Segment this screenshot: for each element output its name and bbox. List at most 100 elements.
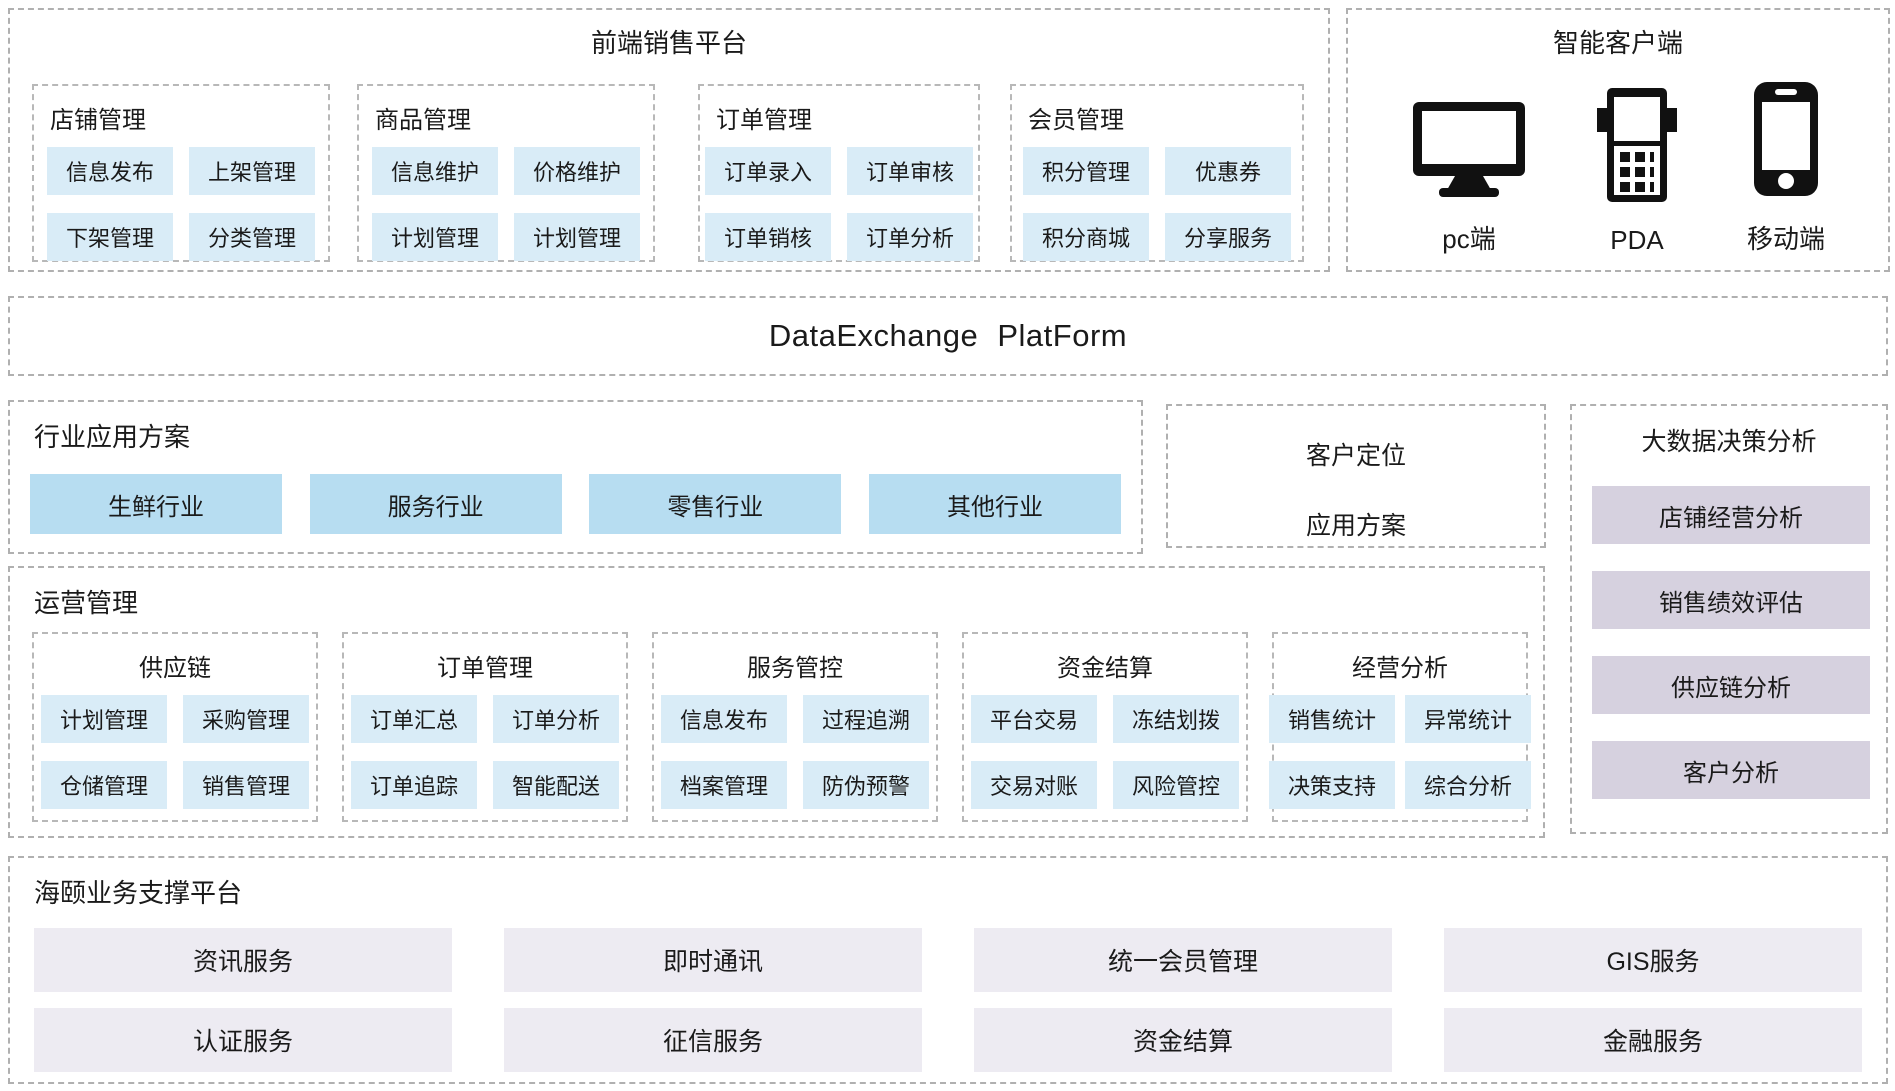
module-chip: 订单录入 [705,147,831,195]
group-supply-chain: 供应链 计划管理 采购管理 仓储管理 销售管理 [32,632,318,822]
bigdata-item: 销售绩效评估 [1592,571,1870,629]
front-platform-title: 前端销售平台 [590,28,747,58]
module-chip: 信息维护 [372,147,498,195]
device-pc: pc端 [1411,100,1527,256]
industry-item: 零售行业 [589,474,842,534]
group-goods-management: 商品管理 信息维护 价格维护 计划管理 计划管理 [357,84,655,262]
chip-grid: 订单汇总 订单分析 订单追踪 智能配送 [344,693,626,811]
industry-item: 服务行业 [309,474,562,534]
smart-client-section: 智能客户端 pc端 [1346,8,1890,272]
module-chip: 订单追踪 [351,761,477,809]
support-service: 即时通讯 [504,928,922,992]
module-chip: 分类管理 [189,213,315,261]
group-fund-settlement: 资金结算 平台交易 冻结划拨 交易对账 风险管控 [962,632,1248,822]
bigdata-title: 大数据决策分析 [1641,428,1817,456]
chip-grid: 信息维护 价格维护 计划管理 计划管理 [359,145,653,263]
group-order-management-ops: 订单管理 订单汇总 订单分析 订单追踪 智能配送 [342,632,628,822]
industry-item: 生鲜行业 [30,474,282,534]
bigdata-item: 客户分析 [1592,741,1870,799]
group-title: 店铺管理 [50,107,146,134]
customer-positioning-line1: 客户定位 [1305,442,1406,470]
module-chip: 采购管理 [183,695,309,743]
module-chip: 订单审核 [847,147,973,195]
group-business-analysis: 经营分析 销售统计 异常统计 决策支持 综合分析 [1269,632,1531,822]
device-label: PDA [1610,225,1664,255]
group-title: 订单管理 [437,655,533,682]
module-chip: 交易对账 [971,761,1097,809]
operations-management-section: 运营管理 供应链 计划管理 采购管理 仓储管理 销售管理 订单管理 订单汇总 订… [8,566,1545,838]
module-chip: 计划管理 [514,213,640,261]
support-service: GIS服务 [1444,928,1862,992]
smartphone-icon [1752,80,1820,203]
chip-grid: 销售统计 异常统计 决策支持 综合分析 [1269,693,1531,811]
group-store-management: 店铺管理 信息发布 上架管理 下架管理 分类管理 [32,84,330,262]
device-pda: PDA [1593,86,1681,256]
front-sales-platform-section: 前端销售平台 店铺管理 信息发布 上架管理 下架管理 分类管理 商品管理 信息维… [8,8,1330,272]
support-service: 资讯服务 [34,928,452,992]
bigdata-item: 店铺经营分析 [1592,486,1870,544]
module-chip: 防伪预警 [803,761,929,809]
group-title: 商品管理 [375,107,471,134]
module-chip: 信息发布 [47,147,173,195]
module-chip: 风险管控 [1113,761,1239,809]
device-mobile: 移动端 [1747,80,1825,256]
module-chip: 计划管理 [41,695,167,743]
module-chip: 上架管理 [189,147,315,195]
industry-item: 其他行业 [868,474,1121,534]
module-chip: 过程追溯 [803,695,929,743]
module-chip: 订单分析 [493,695,619,743]
module-chip: 异常统计 [1405,695,1531,743]
group-title: 订单管理 [716,107,812,134]
module-chip: 订单汇总 [351,695,477,743]
chip-grid: 平台交易 冻结划拨 交易对账 风险管控 [964,693,1246,811]
group-title: 会员管理 [1028,107,1124,134]
monitor-icon [1411,100,1527,203]
module-chip: 平台交易 [971,695,1097,743]
customer-positioning-section: 客户定位 应用方案 [1166,404,1546,548]
support-service: 征信服务 [504,1008,922,1072]
chip-grid: 信息发布 过程追溯 档案管理 防伪预警 [654,693,936,811]
support-platform-title: 海颐业务支撑平台 [34,878,243,908]
support-grid: 资讯服务 即时通讯 统一会员管理 GIS服务 认证服务 征信服务 资金结算 金融… [34,928,1862,1072]
module-chip: 订单销核 [705,213,831,261]
module-chip: 档案管理 [661,761,787,809]
module-chip: 综合分析 [1405,761,1531,809]
module-chip: 积分管理 [1023,147,1149,195]
chip-grid: 计划管理 采购管理 仓储管理 销售管理 [34,693,316,811]
module-chip: 价格维护 [514,147,640,195]
group-title: 服务管控 [747,655,843,682]
module-chip: 决策支持 [1269,761,1395,809]
operations-title: 运营管理 [34,588,139,618]
group-service-control: 服务管控 信息发布 过程追溯 档案管理 防伪预警 [652,632,938,822]
chip-grid: 信息发布 上架管理 下架管理 分类管理 [34,145,328,263]
group-order-management: 订单管理 订单录入 订单审核 订单销核 订单分析 [698,84,980,262]
module-chip: 订单分析 [847,213,973,261]
module-chip: 下架管理 [47,213,173,261]
module-chip: 信息发布 [661,695,787,743]
industry-solutions-section: 行业应用方案 生鲜行业 服务行业 零售行业 其他行业 [8,400,1143,554]
group-title: 供应链 [139,655,211,682]
group-title: 经营分析 [1352,655,1448,682]
support-service: 资金结算 [974,1008,1392,1072]
chip-grid: 积分管理 优惠券 积分商城 分享服务 [1012,145,1302,263]
bigdata-item: 供应链分析 [1592,656,1870,714]
support-service: 统一会员管理 [974,928,1392,992]
smart-client-title: 智能客户端 [1552,28,1683,58]
module-chip: 智能配送 [493,761,619,809]
device-row: pc端 [1348,80,1888,256]
industry-title: 行业应用方案 [34,422,191,452]
chip-grid: 订单录入 订单审核 订单销核 订单分析 [700,145,978,263]
pda-icon [1593,86,1681,209]
support-platform-section: 海颐业务支撑平台 资讯服务 即时通讯 统一会员管理 GIS服务 认证服务 征信服… [8,856,1888,1084]
module-chip: 计划管理 [372,213,498,261]
support-service: 金融服务 [1444,1008,1862,1072]
group-title: 资金结算 [1057,655,1153,682]
module-chip: 销售管理 [183,761,309,809]
device-label: 移动端 [1746,224,1825,254]
customer-positioning-line2: 应用方案 [1305,512,1406,540]
module-chip: 分享服务 [1165,213,1291,261]
module-chip: 优惠券 [1165,147,1291,195]
module-chip: 积分商城 [1023,213,1149,261]
device-label: pc端 [1442,224,1496,254]
